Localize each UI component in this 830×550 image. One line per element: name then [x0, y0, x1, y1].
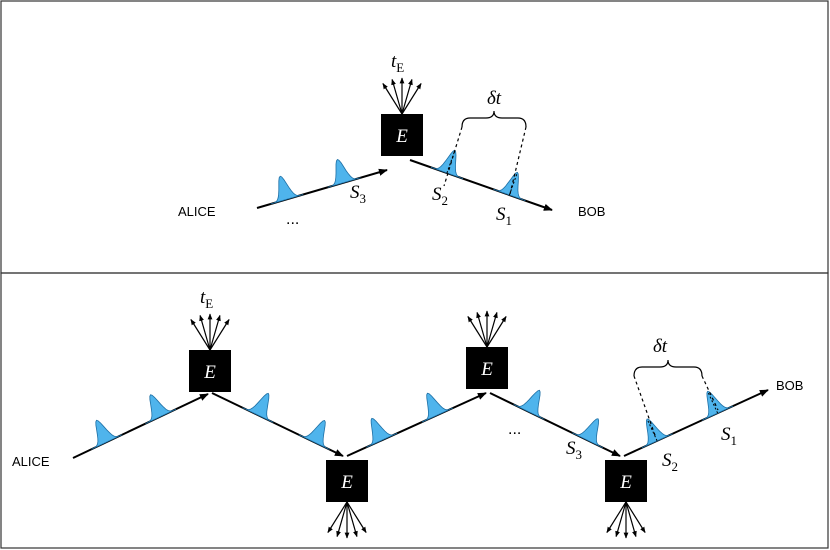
- alice-label: ALICE: [178, 204, 216, 219]
- eve-box-label: E: [395, 126, 408, 147]
- emission-arrow: [199, 314, 211, 351]
- pulse-label-s2: S2: [432, 184, 448, 208]
- photon-pulse: [298, 420, 330, 450]
- emission-arrow: [336, 501, 348, 538]
- emission-fan: [382, 77, 422, 115]
- top-panel: E tE δt S3 S2 S1 ALICE BOB ...: [178, 51, 605, 228]
- bob-label: BOB: [578, 204, 605, 219]
- eve-box-label: E: [480, 359, 493, 380]
- emission-arrow: [625, 501, 637, 538]
- bottom-panel-frame: [0, 272, 829, 549]
- photon-pulse: [270, 175, 304, 205]
- pulse-label-s3: S3: [566, 438, 582, 462]
- emission-arrow: [327, 501, 348, 534]
- emission-arrow: [346, 501, 358, 538]
- delay-label: δt: [487, 88, 502, 109]
- alice-label: ALICE: [12, 454, 50, 469]
- emission-arrow: [615, 501, 627, 538]
- emission-fans: [190, 310, 646, 539]
- emission-arrow: [606, 501, 627, 534]
- pulse-label-s3: S3: [350, 182, 366, 206]
- photon-pulse: [242, 392, 274, 423]
- emission-arrow: [209, 318, 230, 351]
- emission-arrow: [486, 315, 507, 348]
- emission-arrow: [401, 78, 413, 115]
- ellipsis: ...: [508, 421, 521, 438]
- ellipsis: ...: [286, 211, 299, 228]
- emission-arrow: [486, 311, 498, 348]
- eve-box-label: E: [203, 362, 216, 383]
- eve-box: [605, 460, 647, 502]
- emission-arrow: [476, 311, 488, 348]
- photon-pulse: [366, 417, 398, 448]
- eve-box: [189, 350, 231, 392]
- bottom-panel: E E E E tE δt S3 S2 S1 ALICE BOB ...: [12, 287, 803, 539]
- bob-label: BOB: [776, 378, 803, 393]
- emission-label: tE: [200, 287, 213, 311]
- eve-box: [466, 347, 508, 389]
- delay-guide-left: [443, 126, 463, 187]
- photon-pulse: [145, 394, 177, 425]
- eve-box-label: E: [619, 472, 632, 493]
- delay-guide-left: [633, 375, 657, 439]
- eve-box: [326, 460, 368, 502]
- pulse-label-s1: S1: [721, 424, 737, 448]
- emission-arrow: [467, 315, 488, 348]
- pulse-label-s2: S2: [662, 450, 678, 474]
- emission-arrow: [625, 501, 646, 534]
- photon-pulse: [493, 171, 526, 201]
- photon-pulse: [91, 419, 123, 450]
- photon-pulse: [572, 418, 603, 449]
- eve-box-label: E: [340, 472, 353, 493]
- photon-pulse: [641, 418, 673, 449]
- photon-pulse: [421, 392, 453, 423]
- emission-label: tE: [391, 51, 404, 75]
- delay-brace: [461, 110, 527, 128]
- photon-pulse: [513, 389, 545, 420]
- photon-pulse: [701, 390, 734, 421]
- emission-arrow: [190, 318, 211, 351]
- emission-arrow: [209, 314, 221, 351]
- photon-pulse: [327, 158, 361, 188]
- emission-arrow: [346, 501, 367, 534]
- emission-arrow: [401, 82, 422, 115]
- pulse-group: [91, 389, 734, 450]
- emission-arrow: [391, 78, 403, 115]
- pulse-label-s1: S1: [496, 204, 512, 228]
- delay-label: δt: [653, 336, 668, 357]
- delay-brace: [633, 359, 703, 377]
- delay-guide-right: [701, 375, 719, 411]
- pulse-group: [270, 149, 526, 205]
- photon-pulse: [430, 149, 464, 179]
- emission-arrow: [382, 82, 403, 115]
- eve-box: [381, 114, 423, 156]
